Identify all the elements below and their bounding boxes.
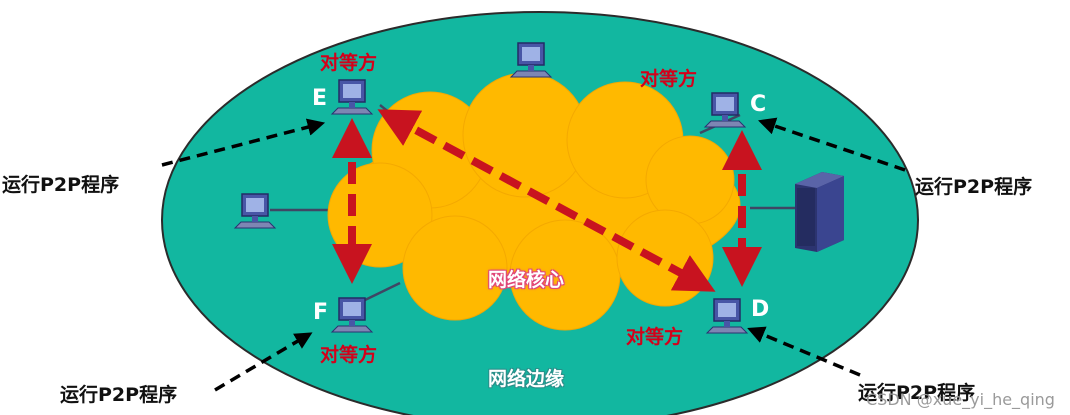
network-edge-label: 网络边缘 <box>488 368 565 390</box>
peer-label-c: 对等方 <box>640 68 698 90</box>
arrow-e-d <box>377 109 716 292</box>
peer-label-d: 对等方 <box>626 326 684 348</box>
watermark: CSDN @xue_yi_he_qing <box>866 390 1055 409</box>
arrow-prog-e <box>161 118 326 167</box>
arrow-prog-d <box>747 326 861 377</box>
program-label-right-top: 运行P2P程序 <box>915 176 1033 198</box>
server-icon <box>795 172 844 252</box>
program-arrows <box>161 117 906 392</box>
node-label-f: F <box>313 300 329 325</box>
arrow-prog-f <box>214 332 313 392</box>
arrow-prog-c <box>758 117 906 172</box>
peer-label-e: 对等方 <box>320 52 378 74</box>
program-label-left-top: 运行P2P程序 <box>2 174 120 196</box>
node-label-d: D <box>751 297 770 322</box>
p2p-arrows <box>332 109 762 292</box>
node-label-e: E <box>312 86 328 111</box>
peer-label-f: 对等方 <box>320 344 378 366</box>
network-core-label: 网络核心 <box>488 269 565 291</box>
node-label-c: C <box>750 92 767 117</box>
program-label-right-bottom: 运行P2P程序 <box>858 382 976 404</box>
program-label-left-bottom: 运行P2P程序 <box>60 384 178 406</box>
